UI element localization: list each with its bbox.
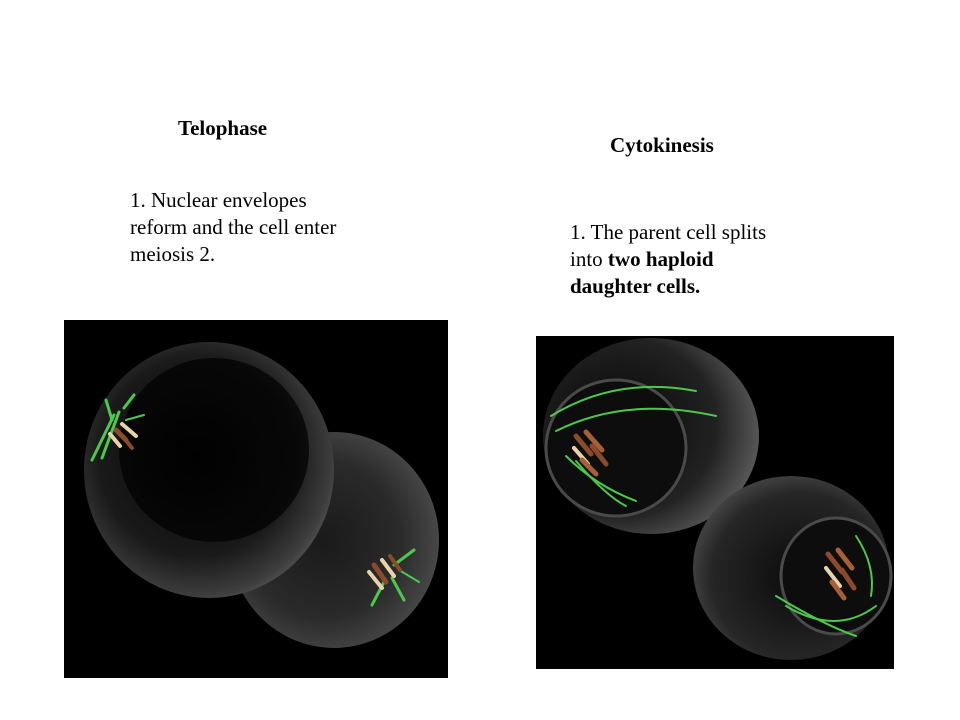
cytokinesis-text-line-3: daughter cells.: [570, 274, 701, 298]
cytokinesis-text-line-2-bold: two haploid: [607, 247, 714, 271]
upper-spindle: [550, 385, 717, 507]
cytokinesis-cell-illustration: [543, 338, 893, 660]
telophase-cell-image: [64, 320, 448, 678]
upper-chromosomes: [572, 429, 609, 477]
telophase-description: 1. Nuclear envelopes reform and the cell…: [130, 187, 420, 268]
cytokinesis-description: 1. The parent cell splits into two haplo…: [570, 219, 860, 300]
cytokinesis-text-line-2: into two haploid: [570, 246, 860, 273]
telophase-text-line-2: reform and the cell enter: [130, 215, 337, 239]
cytokinesis-text-line-1: 1. The parent cell splits: [570, 220, 767, 244]
telophase-heading: Telophase: [178, 116, 268, 140]
cytokinesis-heading: Cytokinesis: [610, 133, 714, 157]
cytokinesis-cell-image: [536, 336, 894, 669]
telophase-text-line-1: 1. Nuclear envelopes: [130, 188, 307, 212]
pole-bottom-right: [367, 548, 420, 607]
pole-top-left: [90, 393, 145, 462]
lower-chromosomes: [824, 547, 857, 601]
telophase-cell-illustration: [84, 342, 439, 648]
cytokinesis-text-line-2-plain: into: [570, 247, 608, 271]
inner-shadow: [119, 358, 309, 542]
daughter-cell-upper-inner: [544, 378, 688, 518]
daughter-cell-lower-inner: [779, 516, 893, 636]
lower-spindle: [775, 535, 877, 637]
telophase-text-line-3: meiosis 2.: [130, 242, 216, 266]
